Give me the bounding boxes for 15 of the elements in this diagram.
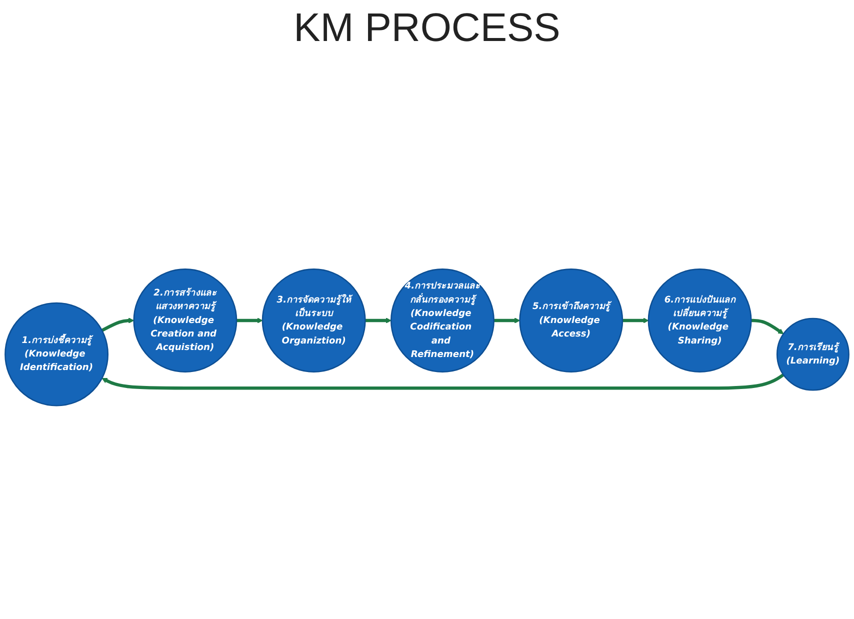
node-circle: 1.การบ่งชี้ความรู้ (Knowledge Identification)	[4, 302, 109, 406]
node-circle: 3.การจัดความรู้ให้เป็นระบบ (Knowledge Organiztion)	[262, 268, 366, 372]
arrow	[236, 317, 263, 323]
diagram-title: KM PROCESS	[294, 6, 560, 51]
arrow	[751, 318, 784, 334]
arrow	[494, 317, 520, 323]
arrow	[101, 317, 134, 332]
node-circle: 7.การเรียนรู้ (Learning)	[776, 317, 850, 390]
node-circle: 4.การประมวลและกลั่นกรองความรู้ (Knowledge Codification and Refinement)	[390, 268, 494, 372]
arrow	[622, 317, 649, 323]
node-circle: 5.การเข้าถึงความรู้ (Knowledge Access)	[519, 268, 624, 372]
node-circle: 6.การแบ่งปันแลกเปลี่ยนความรู้ (Knowledge Sharing)	[648, 268, 752, 372]
arrow	[365, 317, 392, 323]
arrow	[102, 372, 784, 390]
node-circle: 2.การสร้างและแสวงหาความรู้ (Knowledge Creation and Acquistion)	[133, 268, 238, 372]
